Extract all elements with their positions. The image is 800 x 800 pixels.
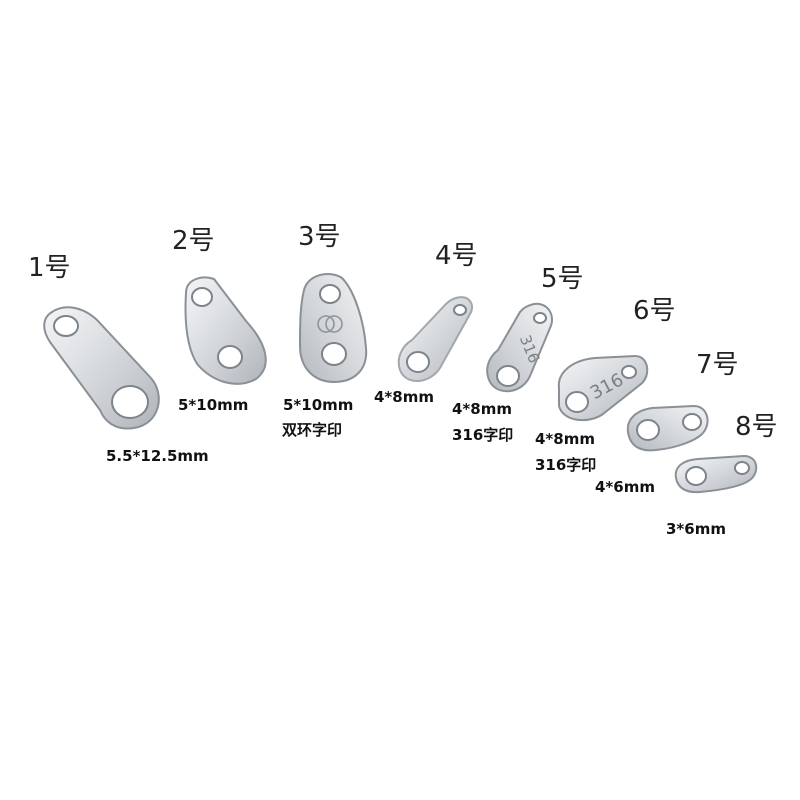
product-2-tag [184,276,267,385]
product-7-dimension: 4*6mm [595,478,655,496]
product-4-dimension: 4*8mm [374,388,434,406]
product-1-number: 1号 [28,253,71,283]
product-5-note: 316字印 [452,426,514,444]
product-6-dimension: 4*8mm [535,430,595,448]
product-3-note: 双环字印 [282,421,343,439]
product-8-dimension: 3*6mm [666,520,726,538]
product-6-tag: 316 [557,354,649,422]
product-3-number: 3号 [298,222,341,252]
product-8-number: 8号 [735,412,778,442]
product-7-number: 7号 [696,350,739,380]
product-5-number: 5号 [541,264,584,294]
product-1-dimension: 5.5*12.5mm [106,447,209,465]
product-6-number: 6号 [633,296,676,326]
product-4-tag [397,296,474,382]
product-5-tag: 316 [486,302,553,392]
product-3-tag [298,273,368,384]
product-4-number: 4号 [435,241,478,271]
product-2-number: 2号 [172,226,215,256]
product-7-tag [626,404,709,452]
product-5-dimension: 4*8mm [452,400,512,418]
product-6-note: 316字印 [535,456,597,474]
product-8-tag [674,454,758,494]
product-3-dimension: 5*10mm [283,396,354,414]
product-1-tag [43,306,160,430]
product-2-dimension: 5*10mm [178,396,249,414]
